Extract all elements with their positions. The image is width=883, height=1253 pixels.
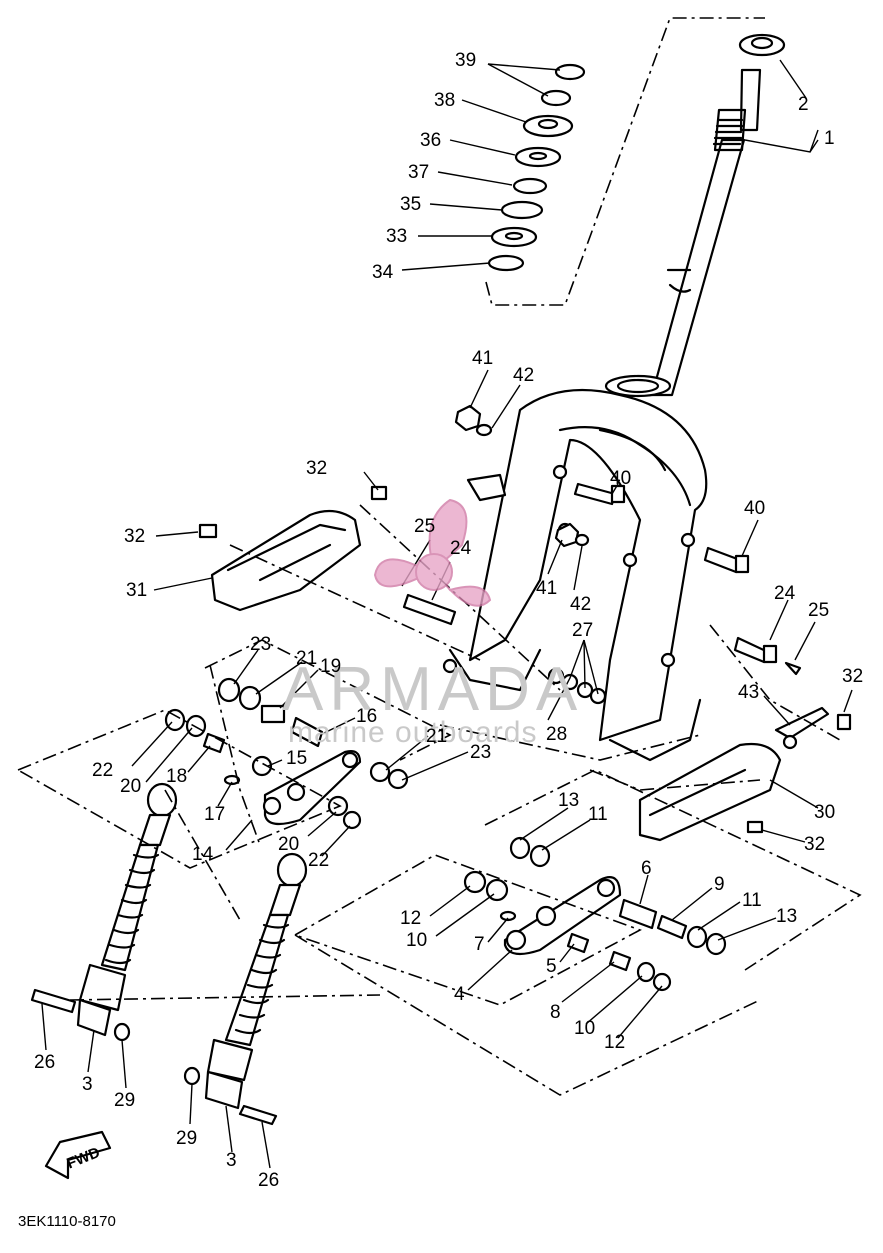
fwd-direction-arrow: FWD — [44, 1130, 112, 1180]
callout-23a: 23 — [250, 634, 271, 655]
callout-20b: 20 — [278, 834, 299, 855]
front-fork-part — [442, 388, 708, 762]
connecting-rod-assembly-4 — [463, 836, 727, 992]
diagram-code: 3EK1110-8170 — [18, 1213, 116, 1230]
callout-34: 34 — [372, 262, 394, 283]
callout-29b: 29 — [176, 1128, 197, 1149]
callout-40b: 40 — [744, 498, 765, 519]
callout-32d: 32 — [804, 834, 825, 855]
callout-28: 28 — [546, 724, 567, 745]
callout-3b: 3 — [226, 1150, 237, 1171]
callout-43: 43 — [738, 682, 759, 703]
callout-8: 8 — [550, 1002, 561, 1023]
callout-1: 1 — [824, 128, 835, 149]
callout-10b: 10 — [574, 1018, 595, 1039]
callout-33: 33 — [386, 226, 407, 247]
callout-2: 2 — [798, 94, 809, 115]
callout-11b: 11 — [742, 890, 762, 911]
callout-5: 5 — [546, 956, 557, 977]
callout-6: 6 — [641, 858, 652, 879]
callout-16: 16 — [356, 706, 377, 727]
callout-32a: 32 — [306, 458, 327, 479]
callout-12b: 12 — [604, 1032, 625, 1053]
callout-40a: 40 — [610, 468, 631, 489]
callout-18: 18 — [166, 766, 187, 787]
callout-20a: 20 — [120, 776, 141, 797]
callout-21b: 21 — [426, 726, 447, 747]
callout-35: 35 — [400, 194, 421, 215]
callout-21a: 21 — [296, 648, 317, 669]
rear-shock-absorber-left — [30, 782, 178, 1042]
callout-42b: 42 — [570, 594, 591, 615]
callout-22a: 22 — [92, 760, 113, 781]
callout-26b: 26 — [258, 1170, 279, 1191]
callout-29a: 29 — [114, 1090, 135, 1111]
assembly-center-lines — [16, 504, 862, 1096]
callout-37: 37 — [408, 162, 429, 183]
callout-42a: 42 — [513, 365, 534, 386]
callout-36: 36 — [420, 130, 441, 151]
fork-fasteners — [198, 404, 852, 834]
callout-19: 19 — [320, 656, 341, 677]
callout-38: 38 — [434, 90, 455, 111]
callout-13b: 13 — [776, 906, 797, 927]
callout-9: 9 — [714, 874, 725, 895]
callout-4: 4 — [454, 984, 465, 1005]
callout-12a: 12 — [400, 908, 421, 929]
callout-10a: 10 — [406, 930, 427, 951]
armada-watermark: ARMADA marine outboards — [282, 498, 583, 749]
armada-propeller-logo — [373, 498, 492, 607]
callout-24b: 24 — [774, 583, 796, 604]
callout-22b: 22 — [308, 850, 329, 871]
watermark-brand: ARMADA — [282, 655, 583, 724]
callout-13a: 13 — [558, 790, 579, 811]
callout-25b: 25 — [808, 600, 829, 621]
callout-27: 27 — [572, 620, 593, 641]
callout-23b: 23 — [470, 742, 491, 763]
callout-25a: 25 — [414, 516, 435, 537]
callout-15: 15 — [286, 748, 307, 769]
left-cover-part — [210, 509, 362, 612]
callout-41b: 41 — [536, 578, 557, 599]
bracket-43 — [774, 706, 830, 750]
steering-stem-part — [604, 68, 762, 398]
watermark-tagline: marine outboards — [288, 716, 537, 749]
stem-top-washer — [738, 33, 786, 57]
callout-labels: 39 38 36 37 35 33 34 2 1 41 42 32 40 40 … — [18, 50, 863, 1230]
callout-26a: 26 — [34, 1052, 55, 1073]
callout-24a: 24 — [450, 538, 472, 559]
callout-17: 17 — [204, 804, 225, 825]
callout-3a: 3 — [82, 1074, 93, 1095]
callout-11a: 11 — [588, 804, 608, 825]
callout-41a: 41 — [472, 348, 493, 369]
callout-39: 39 — [455, 50, 476, 71]
callout-32c: 32 — [842, 666, 863, 687]
callout-32b: 32 — [124, 526, 145, 547]
callout-leader-lines — [41, 59, 853, 1169]
bearing-stack — [487, 63, 586, 272]
right-cover-part — [638, 742, 782, 842]
callout-31: 31 — [126, 580, 147, 601]
callout-7: 7 — [474, 934, 485, 955]
callout-30: 30 — [814, 802, 835, 823]
callout-14: 14 — [192, 844, 214, 865]
rear-shock-absorber-right — [183, 852, 308, 1126]
